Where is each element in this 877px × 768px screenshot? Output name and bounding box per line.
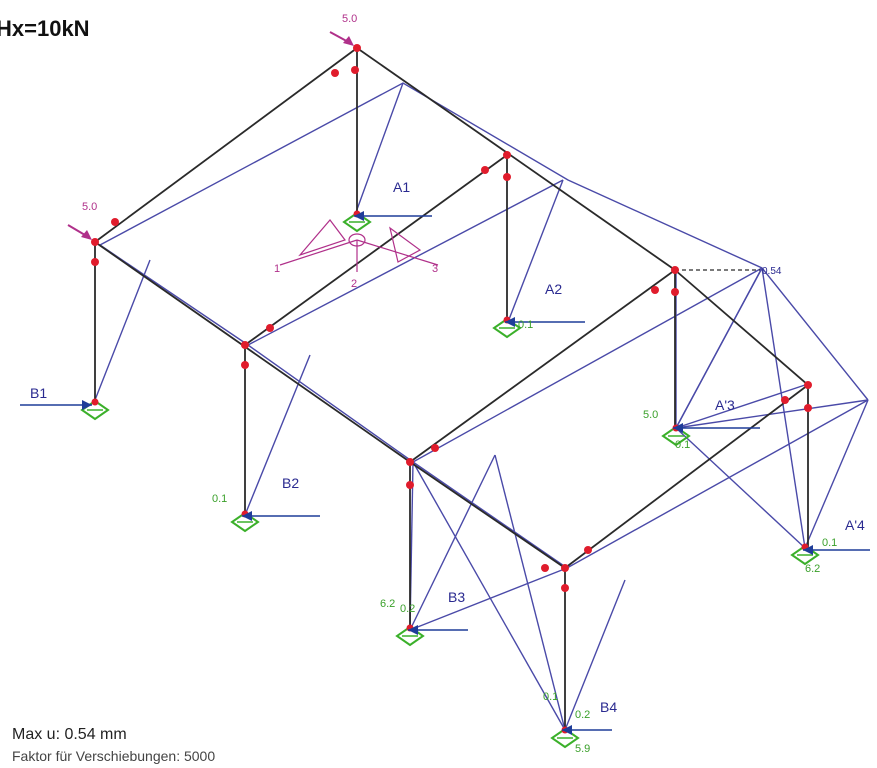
support-label: A2 bbox=[545, 281, 562, 297]
reaction-value: 0.1 bbox=[675, 439, 690, 451]
reaction-value: 0.1 bbox=[518, 319, 533, 331]
rotation-triad-icon bbox=[279, 219, 439, 272]
hinge-icon bbox=[406, 481, 414, 489]
reaction-value: 6.2 bbox=[805, 563, 820, 575]
support-label: A'3 bbox=[715, 397, 735, 413]
support-label: B2 bbox=[282, 475, 299, 491]
hinge-icon bbox=[351, 66, 359, 74]
hinge-icon bbox=[331, 69, 339, 77]
support-icon bbox=[790, 543, 820, 566]
reaction-arrow-icon bbox=[408, 625, 468, 635]
load-value-label: 5.0 bbox=[82, 201, 97, 213]
hinge-icon bbox=[91, 238, 99, 246]
hinge-icon bbox=[584, 546, 592, 554]
load-arrow-icon bbox=[67, 224, 92, 240]
hinge-icon bbox=[431, 444, 439, 452]
hinge-icon bbox=[804, 381, 812, 389]
reaction-arrow-icon bbox=[803, 545, 870, 555]
hinge-icon bbox=[781, 396, 789, 404]
axis-label: 3 bbox=[432, 263, 438, 275]
reaction-value: 0.2 bbox=[575, 709, 590, 721]
axis-label: 2 bbox=[351, 278, 357, 290]
support-icon bbox=[80, 398, 110, 421]
support-icon bbox=[395, 624, 425, 647]
hinge-icon bbox=[541, 564, 549, 572]
deformed-shape bbox=[94, 82, 869, 731]
scale-factor-note: Faktor für Verschiebungen: 5000 bbox=[12, 748, 216, 764]
reaction-arrow-icon bbox=[562, 725, 612, 735]
max-displacement-value: 0.54 bbox=[762, 266, 782, 277]
support-label: A'4 bbox=[845, 517, 865, 533]
reaction-arrow-icon bbox=[354, 211, 432, 221]
hinge-icon bbox=[241, 341, 249, 349]
hinge-icon bbox=[353, 44, 361, 52]
support-icon bbox=[492, 316, 522, 339]
reaction-arrow-icon bbox=[20, 400, 92, 410]
hinge-icon bbox=[671, 266, 679, 274]
reaction-value: 0.2 bbox=[400, 603, 415, 615]
hinge-icon bbox=[561, 564, 569, 572]
hinge-icon bbox=[561, 584, 569, 592]
hinge-icon bbox=[481, 166, 489, 174]
load-arrow-icon bbox=[329, 31, 354, 46]
axis-label: 1 bbox=[274, 263, 280, 275]
support-label: B4 bbox=[600, 699, 617, 715]
hinge-icon bbox=[266, 324, 274, 332]
page-title: Hx=10kN bbox=[0, 16, 90, 41]
hinge-icon bbox=[503, 151, 511, 159]
reaction-value: 0.1 bbox=[543, 691, 558, 703]
max-displacement-note: Max u: 0.54 mm bbox=[12, 726, 127, 743]
hinge-icon bbox=[111, 218, 119, 226]
support-label: A1 bbox=[393, 179, 410, 195]
support-icon bbox=[342, 210, 372, 233]
support-label: B3 bbox=[448, 589, 465, 605]
hinge-icon bbox=[91, 258, 99, 266]
reaction-value: 0.1 bbox=[822, 537, 837, 549]
hinge-icon bbox=[503, 173, 511, 181]
hinge-icon bbox=[406, 458, 414, 466]
support-icon bbox=[230, 510, 260, 533]
reaction-value: 5.0 bbox=[643, 409, 658, 421]
support-label: B1 bbox=[30, 385, 47, 401]
hinge-icon bbox=[671, 288, 679, 296]
hinge-icon bbox=[804, 404, 812, 412]
reaction-arrow-icon bbox=[673, 423, 760, 433]
load-value-label: 5.0 bbox=[342, 13, 357, 25]
reaction-value: 5.9 bbox=[575, 743, 590, 755]
hinge-icon bbox=[651, 286, 659, 294]
reaction-value: 0.1 bbox=[212, 493, 227, 505]
reaction-arrow-icon bbox=[242, 511, 320, 521]
reaction-value: 6.2 bbox=[380, 598, 395, 610]
undeformed-frame bbox=[94, 47, 809, 730]
reaction-arrow-icon bbox=[505, 317, 585, 327]
hinge-icon bbox=[241, 361, 249, 369]
